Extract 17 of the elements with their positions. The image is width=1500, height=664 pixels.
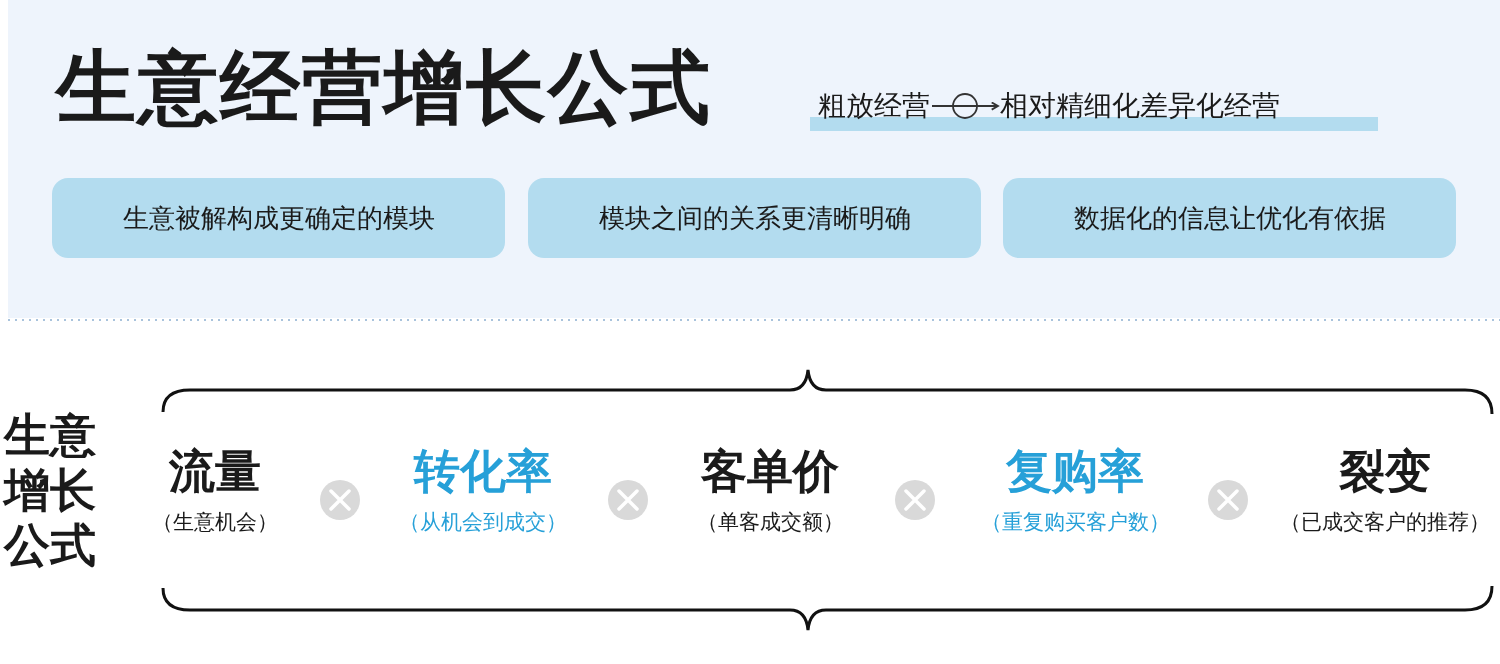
feature-card: 数据化的信息让优化有依据 (1003, 178, 1456, 258)
factor-description: （重复购买客户数） (980, 512, 1170, 533)
factor-description: （单客成交额） (696, 512, 844, 533)
factor-description: （从机会到成交） (399, 512, 567, 533)
factor-name: 复购率 (1006, 448, 1144, 494)
factor-description: （生意机会） (152, 512, 278, 533)
subtitle-text: 粗放经营 (818, 92, 930, 120)
factor-name: 客单价 (701, 448, 839, 494)
formula-label: 生意增长公式 (4, 408, 96, 574)
factor-name: 流量 (169, 448, 261, 494)
subtitle-text: 相对精细化差异化经营 (1000, 92, 1280, 120)
feature-card: 模块之间的关系更清晰明确 (528, 178, 981, 258)
factor-name: 裂变 (1339, 448, 1431, 494)
feature-card: 生意被解构成更确定的模块 (52, 178, 505, 258)
factor-name: 转化率 (414, 448, 552, 494)
title: 生意经营增长公式 (56, 48, 712, 128)
factor-description: （已成交客户的推荐） (1280, 512, 1490, 533)
